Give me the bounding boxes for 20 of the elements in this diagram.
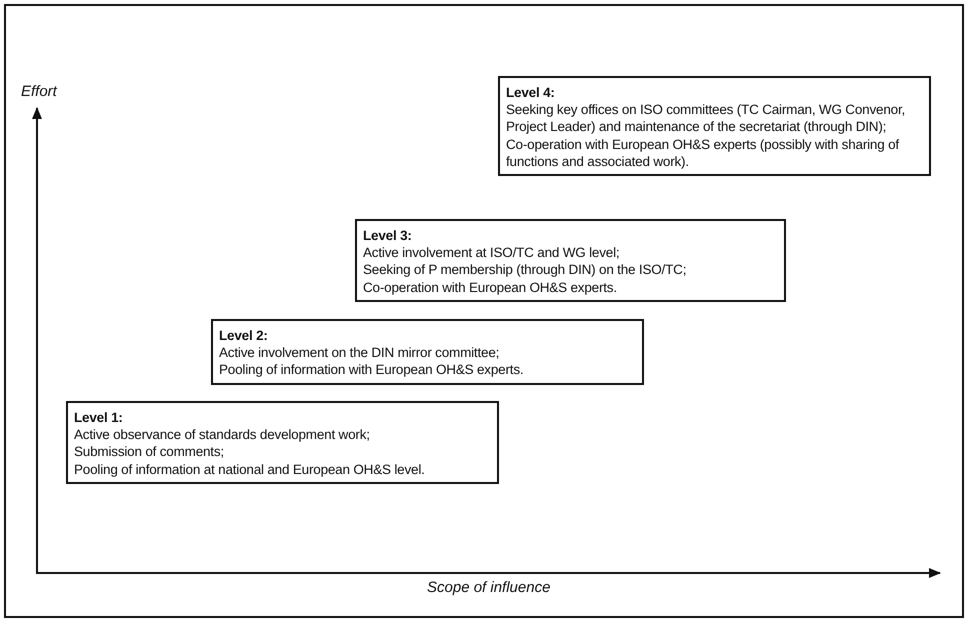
level-description: Co-operation with European OH&S experts. xyxy=(363,278,618,296)
level-box xyxy=(498,76,931,176)
level-description: Active involvement on the DIN mirror committee; xyxy=(219,344,500,362)
level-heading: Level 3: xyxy=(363,227,413,244)
level-heading: Level 1: xyxy=(74,409,124,426)
level-description: Pooling of information with European OH&S experts. xyxy=(219,361,524,379)
level-description: Active involvement at ISO/TC and WG level; xyxy=(363,244,620,262)
level-box xyxy=(355,219,786,302)
x-axis-label: Scope of influence xyxy=(427,579,550,596)
level-description: Submission of comments; xyxy=(74,443,225,461)
level-description: Co-operation with European OH&S experts (possibly with sharing of functions and associated work). xyxy=(506,136,900,170)
level-description: Seeking key offices on ISO committees (TC Cairman, WG Convenor, Project Leader) and maintenance of the secretariat (through DIN); xyxy=(506,101,906,136)
y-axis-label: Effort xyxy=(21,83,57,100)
level-box xyxy=(66,401,499,484)
level-description: Active observance of standards development work; xyxy=(74,426,371,444)
level-heading: Level 2: xyxy=(219,327,269,344)
level-box xyxy=(211,319,644,385)
level-description: Pooling of information at national and European OH&S level. xyxy=(74,460,426,478)
level-heading: Level 4: xyxy=(506,84,556,102)
level-description: Seeking of P membership (through DIN) on the ISO/TC; xyxy=(363,261,688,279)
